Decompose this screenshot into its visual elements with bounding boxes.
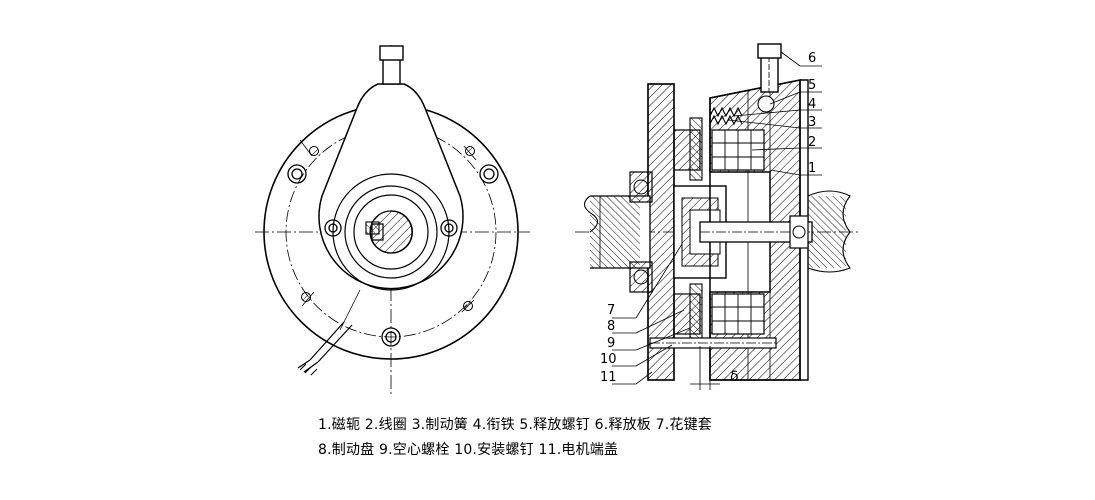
callout-6: 6 xyxy=(808,51,816,66)
callout-leaders xyxy=(612,51,822,385)
callout-labels: 6 5 4 3 2 1 7 8 9 10 11 δ xyxy=(600,51,816,385)
callout-2: 2 xyxy=(808,135,816,150)
legend-line-1: 1.磁轭 2.线圈 3.制动簧 4.衔铁 5.释放螺钉 6.释放板 7.花键套 xyxy=(318,417,713,433)
gap-symbol: δ xyxy=(730,369,739,385)
front-view xyxy=(255,45,530,395)
callout-1: 1 xyxy=(808,161,816,176)
section-view xyxy=(575,43,860,390)
callout-4: 4 xyxy=(808,97,816,112)
callout-10: 10 xyxy=(600,352,617,367)
callout-5: 5 xyxy=(808,78,816,93)
callout-9: 9 xyxy=(607,336,615,351)
legend-line-2: 8.制动盘 9.空心螺栓 10.安装螺钉 11.电机端盖 xyxy=(318,442,619,458)
callout-11: 11 xyxy=(600,370,617,385)
callout-3: 3 xyxy=(808,115,816,130)
callout-8: 8 xyxy=(607,319,615,334)
callout-7: 7 xyxy=(607,303,615,318)
